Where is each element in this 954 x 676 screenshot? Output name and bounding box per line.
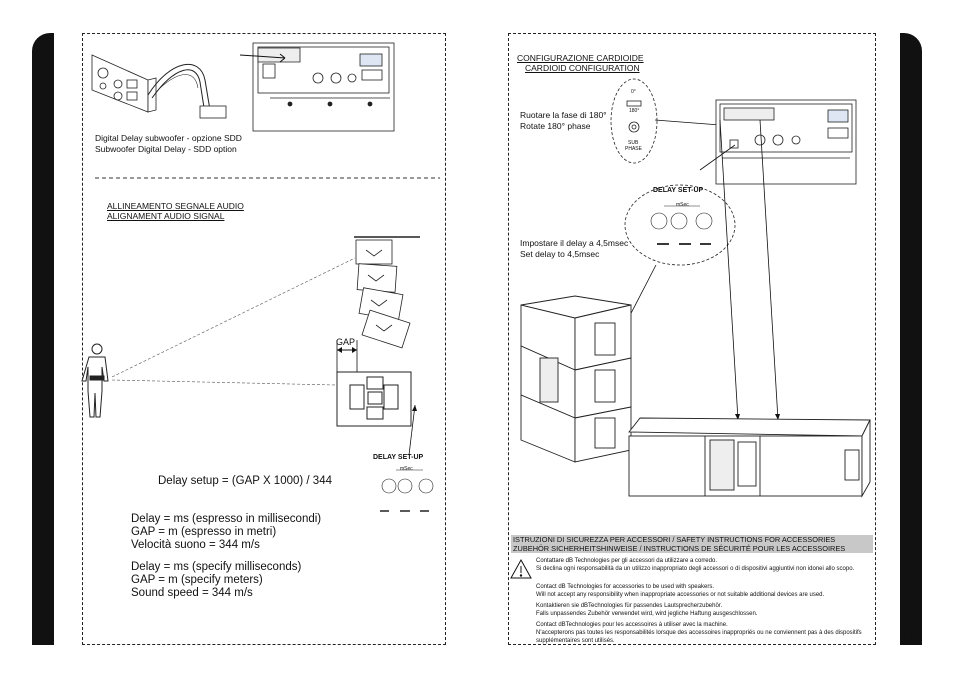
legend-it-line2: GAP = m (espresso in metri) bbox=[131, 526, 277, 538]
cardioid-title-it: CONFIGURAZIONE CARDIOIDE bbox=[517, 53, 644, 63]
safety-it-line2: Si declina ogni responsabilità da un uti… bbox=[536, 566, 855, 572]
left-msec-label: mSec bbox=[400, 466, 413, 472]
right-msec-label: mSec bbox=[676, 202, 689, 208]
safety-header-line2: ZUBEHÖR SICHERHEITSHINWEISE / INSTRUCTIO… bbox=[513, 544, 846, 553]
phase-switch-icon bbox=[626, 100, 642, 133]
phase-note-en: Rotate 180° phase bbox=[520, 121, 591, 131]
right-amp-panel-illustration bbox=[715, 99, 857, 185]
right-page-frame bbox=[508, 33, 876, 645]
stacked-subs-illustration bbox=[520, 295, 632, 463]
left-page-frame bbox=[82, 33, 446, 645]
alignment-title-it: ALLINEAMENTO SEGNALE AUDIO bbox=[107, 201, 244, 211]
horizontal-subs-illustration bbox=[628, 417, 871, 498]
amp-panel-illustration bbox=[252, 42, 395, 132]
sdd-module-illustration bbox=[91, 54, 227, 119]
listener-figure bbox=[81, 343, 109, 418]
legend-en-line3: Sound speed = 344 m/s bbox=[131, 587, 253, 599]
line-array-illustration bbox=[354, 236, 420, 349]
delay-note-it: Impostare il delay a 4,5msec bbox=[520, 238, 629, 248]
cardioid-title-en: CARDIOID CONFIGURATION bbox=[525, 63, 640, 73]
safety-paragraph-en: Contact dB Technologies for accessories … bbox=[536, 583, 876, 599]
left-delay-knobs bbox=[380, 469, 434, 512]
safety-header: ISTRUZIONI DI SICUREZZA PER ACCESSORI / … bbox=[511, 535, 873, 553]
phase-switch-top: 0° bbox=[631, 89, 636, 95]
alignment-title-en: ALIGNAMENT AUDIO SIGNAL bbox=[107, 211, 225, 221]
right-page-tab bbox=[900, 33, 922, 645]
delay-formula: Delay setup = (GAP X 1000) / 344 bbox=[158, 475, 332, 487]
right-delay-setup-label: DELAY SET-UP bbox=[653, 187, 704, 194]
safety-de-line2: Falls unpassendes Zubehör verwendet wird… bbox=[536, 611, 758, 617]
delay-note-en: Set delay to 4,5msec bbox=[520, 249, 600, 259]
safety-paragraph-de: Kontaktieren sie dBTechnologies für pass… bbox=[536, 602, 876, 618]
safety-en-line1: Contact dB Technologies for accessories … bbox=[536, 584, 714, 590]
phase-note-it: Ruotare la fase di 180° bbox=[520, 110, 607, 120]
left-delay-setup-label: DELAY SET-UP bbox=[373, 454, 424, 461]
legend-it-line3: Velocità suono = 344 m/s bbox=[131, 539, 260, 551]
safety-paragraph-fr: Contact dBTechnologies pour les accessoi… bbox=[536, 621, 876, 645]
sub-illustration bbox=[336, 371, 412, 427]
safety-de-line1: Kontaktieren sie dBTechnologies für pass… bbox=[536, 603, 723, 609]
legend-en-line1: Delay = ms (specify milliseconds) bbox=[131, 561, 302, 573]
safety-en-line2: Will not accept any responsibility when … bbox=[536, 592, 825, 598]
page-number-left: 15 bbox=[40, 631, 55, 646]
legend-en-line2: GAP = m (specify meters) bbox=[131, 574, 263, 586]
gap-label: GAP bbox=[336, 337, 356, 347]
safety-fr-line2: N'accepterons pas toutes les responsabil… bbox=[536, 630, 862, 644]
safety-paragraph-it: Contattare dB Technologies per gli acces… bbox=[536, 557, 876, 573]
phase-switch-bottom1: SUB bbox=[628, 140, 639, 146]
sdd-caption-line2: Subwoofer Digital Delay - SDD option bbox=[95, 144, 237, 154]
safety-header-line1: ISTRUZIONI DI SICUREZZA PER ACCESSORI / … bbox=[513, 535, 836, 544]
legend-it-line1: Delay = ms (espresso in millisecondi) bbox=[131, 513, 322, 525]
warning-triangle-icon bbox=[510, 558, 532, 579]
phase-switch-bottom2: PHASE bbox=[625, 146, 642, 152]
right-delay-knobs bbox=[650, 205, 713, 245]
sdd-caption-line1: Digital Delay subwoofer - opzione SDD bbox=[95, 133, 242, 143]
page-number-right: 16 bbox=[902, 631, 917, 646]
safety-it-line1: Contattare dB Technologies per gli acces… bbox=[536, 558, 717, 564]
left-page-tab bbox=[32, 33, 54, 645]
safety-fr-line1: Contact dBTechnologies pour les accessoi… bbox=[536, 622, 728, 628]
phase-switch-mid: 180° bbox=[629, 108, 640, 114]
